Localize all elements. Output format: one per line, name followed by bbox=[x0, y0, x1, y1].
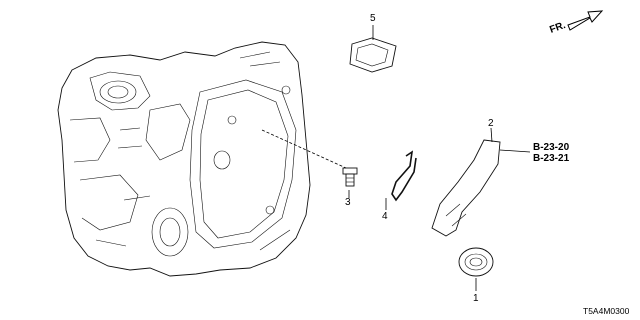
part-5-seal bbox=[349, 37, 397, 73]
leader-lines bbox=[261, 25, 531, 291]
callout-3: 3 bbox=[345, 197, 351, 208]
front-direction-indicator: FR. bbox=[548, 10, 604, 36]
reference-b-23-20[interactable]: B-23-20 bbox=[533, 142, 570, 153]
diagram-code: T5A4M0300 bbox=[583, 306, 630, 316]
part-2-release-fork bbox=[431, 139, 501, 237]
front-direction-label: FR. bbox=[548, 20, 567, 36]
reference-b-23-21[interactable]: B-23-21 bbox=[533, 153, 570, 164]
part-1-release-bearing bbox=[458, 247, 494, 277]
front-arrow-icon bbox=[567, 10, 604, 31]
transmission-housing bbox=[57, 41, 311, 277]
part-3-bolt bbox=[342, 167, 358, 187]
part-4-spring-clip bbox=[391, 150, 417, 202]
callout-5: 5 bbox=[370, 13, 376, 24]
callout-1: 1 bbox=[473, 293, 479, 304]
callout-4: 4 bbox=[382, 211, 388, 222]
callout-2: 2 bbox=[488, 118, 494, 129]
